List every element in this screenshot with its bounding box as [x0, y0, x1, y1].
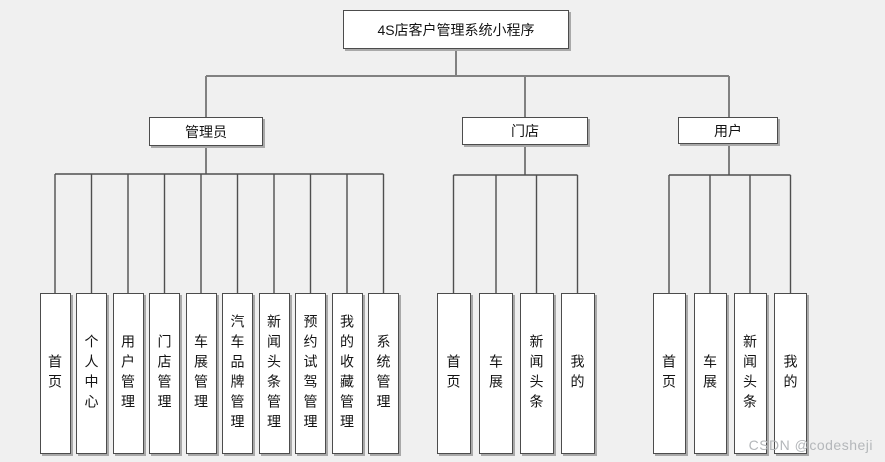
node-store: 门店 — [462, 117, 588, 145]
leaf-label: 首页 — [661, 353, 677, 394]
leaf-user-home: 首页 — [652, 293, 686, 454]
leaf-label: 新闻头条 — [742, 333, 758, 414]
leaf-user-autoshow: 车展 — [693, 293, 727, 454]
leaf-admin-system-mgmt: 系统管理 — [368, 293, 399, 454]
leaf-label: 车展管理 — [193, 333, 209, 414]
leaf-admin-store-mgmt: 门店管理 — [149, 293, 180, 454]
leaf-label: 门店管理 — [156, 333, 173, 414]
leaf-label: 车展 — [488, 353, 504, 394]
node-root: 4S店客户管理系统小程序 — [343, 10, 569, 49]
node-store-label: 门店 — [511, 123, 539, 139]
leaf-label: 新闻头条 — [528, 333, 545, 414]
leaf-label: 我的收藏管理 — [339, 313, 355, 434]
root-to-branches-connector — [205, 49, 730, 117]
node-admin-label: 管理员 — [185, 123, 227, 140]
leaf-label: 个人中心 — [83, 333, 100, 414]
leaf-label: 新闻头条管理 — [266, 313, 282, 434]
admin-children-connector — [54, 146, 385, 293]
leaf-admin-favorites-mgmt: 我的收藏管理 — [331, 293, 363, 454]
leaf-store-news: 新闻头条 — [519, 293, 554, 454]
leaf-admin-user-mgmt: 用户管理 — [112, 293, 144, 454]
leaf-label: 首页 — [47, 353, 63, 394]
leaf-label: 系统管理 — [375, 333, 392, 414]
leaf-store-autoshow: 车展 — [479, 293, 513, 454]
leaf-user-mine: 我的 — [774, 293, 807, 454]
leaf-admin-news-mgmt: 新闻头条管理 — [258, 293, 290, 454]
leaf-admin-home: 首页 — [39, 293, 71, 454]
leaf-label: 用户管理 — [120, 333, 136, 414]
leaf-label: 车展 — [702, 353, 718, 394]
user-children-connector — [668, 144, 792, 293]
leaf-label: 汽车品牌管理 — [229, 313, 246, 434]
csdn-watermark: CSDN @codesheji — [748, 437, 873, 453]
leaf-admin-car-brand-mgmt: 汽车品牌管理 — [222, 293, 253, 454]
node-user-label: 用户 — [714, 122, 742, 139]
leaf-label: 预约试驾管理 — [302, 313, 319, 434]
leaf-admin-testdrive-mgmt: 预约试驾管理 — [295, 293, 326, 454]
leaf-user-news: 新闻头条 — [733, 293, 767, 454]
store-children-connector — [452, 145, 579, 293]
leaf-label: 我的 — [782, 353, 799, 394]
node-root-label: 4S店客户管理系统小程序 — [377, 21, 535, 38]
node-user: 用户 — [678, 117, 778, 144]
leaf-admin-autoshow-mgmt: 车展管理 — [185, 293, 217, 454]
leaf-admin-personal-center: 个人中心 — [76, 293, 107, 454]
leaf-label: 首页 — [445, 353, 462, 394]
leaf-store-mine: 我的 — [560, 293, 595, 454]
leaf-store-home: 首页 — [436, 293, 471, 454]
node-admin: 管理员 — [149, 117, 263, 146]
leaf-label: 我的 — [569, 353, 586, 394]
